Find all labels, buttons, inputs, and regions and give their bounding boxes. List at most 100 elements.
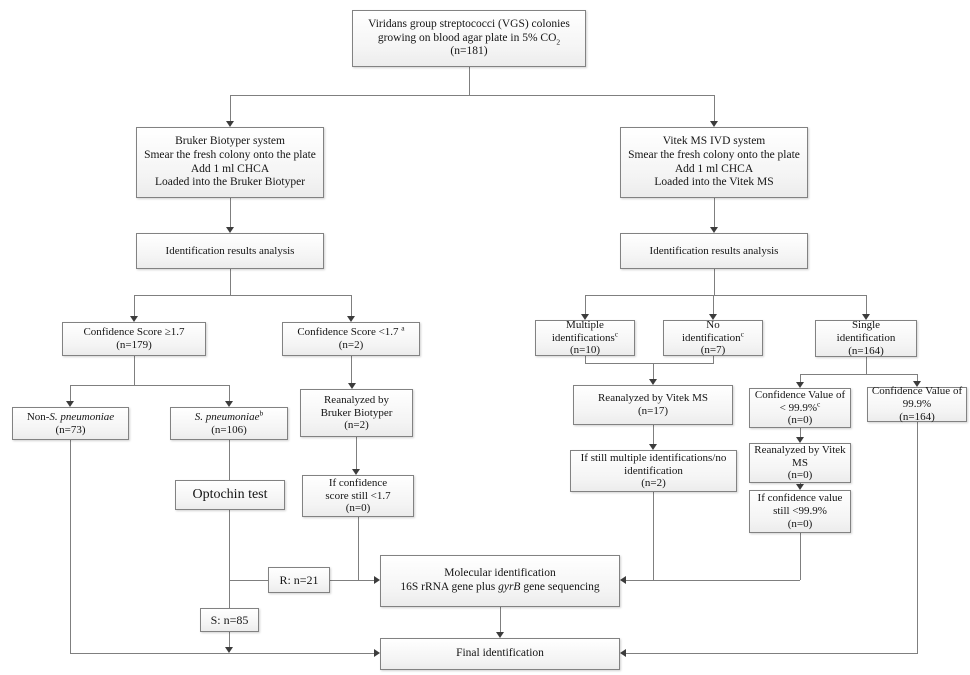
connector-line-vertical [230,269,231,295]
node-text-segment: (n=179) [116,339,152,351]
connector-line-vertical [653,425,654,444]
arrowhead-right-icon [374,649,380,657]
connector-line-vertical [714,269,715,295]
node-text-line: (n=106) [211,424,247,437]
node-text-line: Add 1 ml CHCA [191,163,269,177]
connector-line-vertical [351,356,352,383]
node-text-line: still <99.9% [773,505,827,518]
node-cv_lt: Confidence Value of< 99.9%c(n=0) [749,388,851,428]
node-text-segment: Smear the fresh colony onto the plate [628,148,800,161]
node-text-line: (n=7) [701,344,726,357]
arrowhead-left-icon [620,649,626,657]
node-text-segment: Bruker Biotyper [320,406,393,419]
node-text-segment: Viridans group streptococci (VGS) coloni… [368,18,570,31]
node-text-line: Smear the fresh colony onto the plate [144,149,316,163]
node-text-segment: If confidence value [757,492,843,505]
node-text-line: identification [837,332,896,345]
connector-line-vertical [229,440,230,480]
connector-line-horizontal [134,295,352,296]
connector-line-vertical [229,510,230,647]
node-text-line: MS [792,457,808,470]
node-text-line: < 99.9%c [780,400,821,415]
node-text-line: identificationc [682,328,744,345]
node-text-line: (n=0) [788,518,813,531]
node-text-line: Multiple [566,319,604,332]
node-text-segment: Reanalyzed by Vitek MS [597,392,709,405]
arrowhead-down-icon [130,316,138,322]
arrowhead-down-icon [226,121,234,127]
node-text-line: (n=0) [788,469,813,482]
node-text-line: (n=2) [344,419,369,432]
connector-line-horizontal [626,653,918,654]
node-text-segment: 16S rRNA gene plus [400,581,499,593]
node-text-segment: 2 [556,37,561,47]
node-text-line: Confidence Value of [755,389,845,402]
connector-line-vertical [469,67,470,95]
node-text-segment: (n=0) [787,517,813,530]
connector-line-vertical [714,95,715,121]
connector-line-horizontal [626,580,800,581]
node-text-line: (n=2) [641,477,666,490]
node-text-line: Molecular identification [444,567,555,581]
arrowhead-down-icon [796,437,804,443]
node-text-segment: identification [836,332,896,345]
node-text-segment: (n=181) [450,45,488,58]
arrowhead-down-icon [709,314,717,320]
node-text-segment: c [740,328,744,338]
connector-line-vertical [585,295,586,314]
node-text-segment: Confidence Score ≥1.7 [83,326,185,339]
node-text-segment: (n=164) [899,410,935,423]
node-text-line: (n=164) [848,345,884,358]
node-text-segment: (n=10) [569,344,601,357]
node-text-segment: a [401,323,405,333]
node-text-segment: (n=2) [344,419,369,432]
arrowhead-down-icon [225,647,233,653]
connector-line-vertical [653,363,654,379]
node-text-line: (n=17) [638,405,668,418]
node-text-segment: identifications [551,331,615,344]
node-text-segment: identification [624,464,683,477]
node-text-segment: Single [851,319,881,332]
node-text-segment: Identification results analysis [649,244,779,257]
node-text-line: Loaded into the Vitek MS [654,176,773,190]
node-text-line: Confidence Score ≥1.7 [83,326,184,339]
arrowhead-down-icon [649,379,657,385]
node-text-line: Optochin test [192,487,267,504]
connector-line-vertical [229,385,230,401]
node-text-line: If confidence [329,477,387,490]
node-text-segment: Loaded into the Bruker Biotyper [154,176,306,189]
node-text-line: Viridans group streptococci (VGS) coloni… [368,18,570,32]
node-text-line: Add 1 ml CHCA [675,163,753,177]
node-text-segment: S: n=85 [210,612,249,627]
node-text-line: Loaded into the Bruker Biotyper [155,176,305,190]
arrowhead-down-icon [496,632,504,638]
arrowhead-down-icon [913,381,921,387]
node-text-line: (n=10) [570,344,600,357]
node-score_ge: Confidence Score ≥1.7(n=179) [62,322,206,356]
connector-line-vertical [714,198,715,227]
node-text-segment: S. pneumoniae [194,410,260,423]
arrowhead-down-icon [796,484,804,490]
node-text-segment: (n=7) [700,344,726,357]
node-text-line: (n=181) [450,45,487,59]
connector-line-vertical [866,357,867,374]
arrowhead-down-icon [710,121,718,127]
node-text-line: (n=0) [346,502,371,515]
node-text-segment: Final identification [456,647,544,660]
node-text-line: If still multiple identifications/no [581,452,727,465]
node-text-segment: Confidence Value of [871,385,963,398]
node-pneumo: S. pneumoniaeb(n=106) [170,407,288,440]
node-text-segment: still <99.9% [773,505,827,518]
node-text-segment: (n=2) [641,477,666,490]
node-text-segment: (n=0) [787,414,813,427]
arrowhead-down-icon [347,316,355,322]
node-text-segment: gyrB [498,581,521,593]
node-text-line: Vitek MS IVD system [663,135,766,149]
